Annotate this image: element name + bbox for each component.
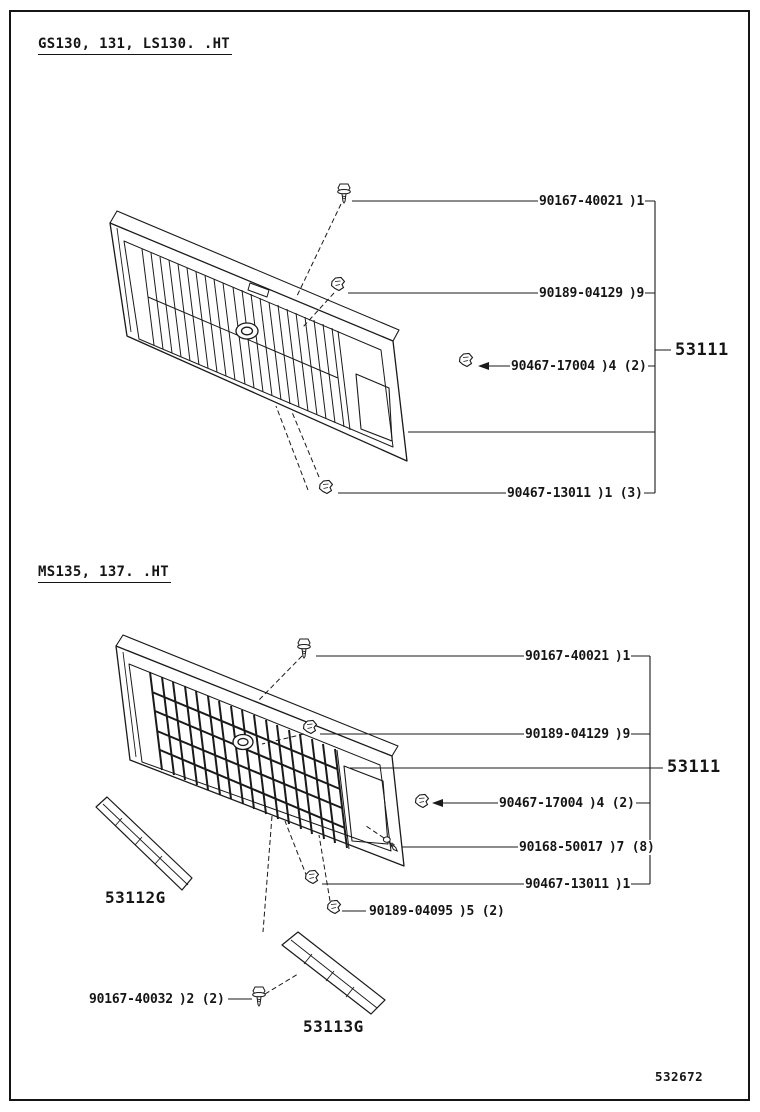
part-number: 90189-04129 xyxy=(525,727,609,742)
bolt-icon xyxy=(252,986,266,1007)
part-mark: )7 (8) xyxy=(608,840,655,855)
clip-icon xyxy=(330,276,346,292)
bolt-icon xyxy=(297,638,311,659)
part-number: 90467-13011 xyxy=(525,877,609,892)
part-label-90189-04129: 90189-04129 )9 xyxy=(538,286,646,301)
part-number: 90467-13011 xyxy=(507,486,591,501)
emblem xyxy=(235,322,259,340)
part-label-90168-50017: 90168-50017 )7 (8) xyxy=(518,840,656,855)
sub-part-label-53113G: 53113G xyxy=(302,1017,365,1036)
emblem xyxy=(232,733,254,751)
grille-mesh xyxy=(149,671,348,849)
part-mark: )4 (2) xyxy=(600,359,647,374)
part-number: 90167-40021 xyxy=(525,649,609,664)
part-label-90167-40021: 90167-40021 )1 xyxy=(524,649,632,664)
part-number: 90167-40032 xyxy=(89,992,173,1007)
part-number: 90167-40021 xyxy=(539,194,623,209)
part-mark: )5 (2) xyxy=(458,904,505,919)
section1-leader-lines xyxy=(338,200,671,494)
page-code: 532672 xyxy=(654,1069,705,1084)
clip-icon xyxy=(414,793,430,809)
section1-title: GS130, 131, LS130. .HT xyxy=(38,36,233,55)
section2-dashed-leaders xyxy=(256,655,385,995)
part-mark: )9 xyxy=(628,286,645,301)
section2-leader-lines xyxy=(228,655,663,1000)
part-label-90467-17004: 90467-17004 )4 (2) xyxy=(510,359,648,374)
part-label-90467-13011: 90467-13011 )1 (3) xyxy=(506,486,644,501)
part-number: 90467-17004 xyxy=(499,796,583,811)
molding-53113-drawing xyxy=(281,931,386,1015)
sub-part-label-53112G: 53112G xyxy=(104,888,167,907)
part-mark: )9 xyxy=(614,727,631,742)
main-part-label-53111: 53111 xyxy=(666,757,722,777)
part-mark: )2 (2) xyxy=(178,992,225,1007)
leader-arrowhead xyxy=(478,362,489,370)
grille-ms135-drawing xyxy=(115,634,405,867)
part-number: 90467-17004 xyxy=(511,359,595,374)
main-part-label-53111: 53111 xyxy=(674,340,730,360)
part-mark: )1 xyxy=(614,877,631,892)
part-number: 90189-04129 xyxy=(539,286,623,301)
molding-53112-drawing xyxy=(95,796,193,891)
leader-arrowhead xyxy=(432,799,443,807)
part-mark: )1 xyxy=(614,649,631,664)
clip-icon xyxy=(302,719,318,735)
part-mark: )4 (2) xyxy=(588,796,635,811)
part-label-90467-17004: 90467-17004 )4 (2) xyxy=(498,796,636,811)
part-number: 90189-04095 xyxy=(369,904,453,919)
clip-icon xyxy=(326,899,342,915)
clip-icon xyxy=(318,479,334,495)
part-label-90189-04095: 90189-04095 )5 (2) xyxy=(368,904,506,919)
part-number: 90168-50017 xyxy=(519,840,603,855)
part-label-90467-13011: 90467-13011 )1 xyxy=(524,877,632,892)
page-border xyxy=(9,10,750,1101)
part-label-90167-40032: 90167-40032 )2 (2) xyxy=(88,992,226,1007)
part-mark: )1 (3) xyxy=(596,486,643,501)
clip-icon xyxy=(458,352,474,368)
section2-title: MS135, 137. .HT xyxy=(38,564,171,583)
part-label-90167-40021: 90167-40021 )1 xyxy=(538,194,646,209)
section1-dashed-leaders xyxy=(275,203,342,491)
part-label-90189-04129: 90189-04129 )9 xyxy=(524,727,632,742)
clip-icon xyxy=(304,869,320,885)
bolt-icon xyxy=(337,183,351,204)
part-mark: )1 xyxy=(628,194,645,209)
grille-gs130-drawing xyxy=(109,210,408,462)
